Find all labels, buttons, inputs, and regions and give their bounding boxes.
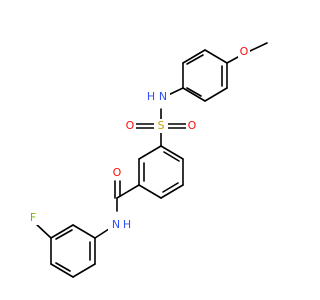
sulfonamide-nitrogen-label: N (159, 90, 167, 103)
sulfur-label: S (158, 119, 165, 132)
sulfonamide-nitrogen-background (148, 89, 170, 103)
aryl-fluorine-bond (34, 222, 52, 239)
lower-ring-inner-bond-3 (55, 229, 73, 240)
upper-ring-bond-6 (204, 49, 228, 64)
central-ring-inner-bond-2 (162, 182, 179, 193)
upper-ring-bond-2 (204, 87, 228, 102)
central-ring-inner-bond-1 (163, 151, 180, 162)
fluorine-background (27, 211, 39, 225)
central-ring-bond-4 (138, 184, 162, 199)
upper-ring-bond-3 (182, 87, 206, 102)
upper-ring-bond-5 (182, 49, 206, 64)
molecule-structure: O H N S O O O N H F (27, 42, 268, 278)
bond-layer (34, 42, 268, 278)
lower-ring-bond-5 (50, 224, 74, 239)
lower-ring-inner-bond-2 (55, 262, 71, 272)
central-ring-bond-1 (160, 145, 184, 160)
methoxy-aryl-bond (226, 56, 239, 64)
lower-ring-bond-2 (72, 263, 96, 278)
central-ring-bond-3 (160, 184, 184, 199)
lower-ring-bond-6 (72, 224, 96, 239)
upper-ring-inner-bond-2 (186, 87, 202, 97)
atom-label-layer: O H N S O O O N H F (27, 45, 250, 232)
amide-hydrogen-label: H (123, 218, 131, 231)
upper-ring-inner-bond-3 (186, 54, 204, 65)
lower-ring-bond-3 (50, 263, 74, 278)
amide-nitrogen-label: N (112, 218, 120, 231)
sulfonyl-oxygen-left-background (124, 119, 136, 133)
methyl-bond (249, 42, 268, 52)
sulfonyl-oxygen-right-background (186, 119, 198, 133)
carbonyl-oxygen-background (111, 166, 123, 180)
sulfonyl-oxygen-right-label: O (188, 119, 197, 132)
carbonyl-oxygen-label: O (113, 166, 122, 179)
methoxy-oxygen-background (238, 45, 250, 59)
sulfur-background (154, 119, 168, 133)
methoxy-oxygen-label: O (240, 45, 249, 58)
central-ring-bond-6 (138, 145, 162, 160)
fluorine-label: F (30, 211, 36, 224)
amide-nitrogen-background (108, 218, 132, 232)
sulfonamide-hydrogen-label: H (147, 90, 155, 103)
sulfonyl-oxygen-left-label: O (126, 119, 135, 132)
